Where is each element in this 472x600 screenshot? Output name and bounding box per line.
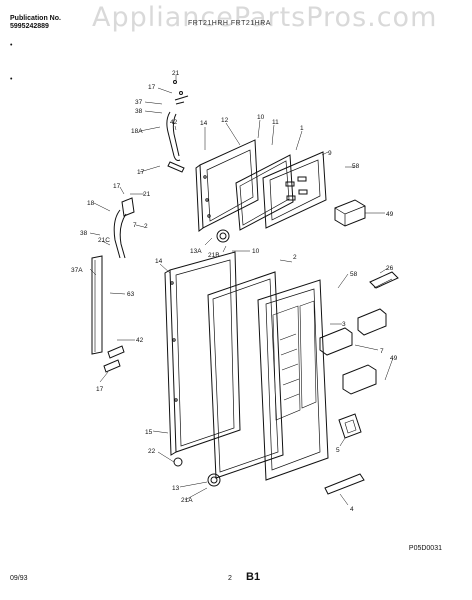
callout: 11: [272, 119, 279, 126]
freezer-door-panel: [262, 151, 327, 229]
section-id: B1: [246, 571, 261, 583]
callout: 42: [170, 119, 178, 126]
fresh-food-door-panel: [257, 279, 329, 481]
callout: 38: [135, 108, 143, 115]
callout: 5: [336, 447, 340, 454]
callout: 21: [143, 191, 151, 198]
callout: 13: [172, 485, 180, 492]
leader-lines: [89, 75, 394, 506]
callout: 4: [350, 506, 354, 513]
callout: 49: [390, 355, 398, 362]
callout: 12: [221, 117, 229, 124]
publication-number: 5995242889: [10, 23, 49, 30]
callout: 2: [293, 254, 297, 261]
print-date: 09/93: [10, 575, 28, 582]
door-bins: [319, 271, 399, 395]
callout: 21B: [208, 252, 220, 259]
callout: 37A: [71, 267, 83, 274]
callout: 10: [252, 248, 260, 255]
callout: 13A: [190, 248, 202, 255]
callout: 17: [113, 183, 121, 190]
callout: 15: [145, 429, 153, 436]
callout: 7: [133, 222, 137, 229]
callout: 26: [386, 265, 394, 272]
drawing-reference: P05D0031: [408, 545, 442, 552]
callout: 58: [350, 271, 358, 278]
callout: 17: [148, 84, 156, 91]
bottom-hinge-parts: [173, 229, 230, 487]
page-number: 2: [228, 575, 232, 582]
callout: 21: [172, 70, 180, 77]
dairy-door-and-rail: [324, 413, 365, 495]
fresh-food-door-gasket: [207, 271, 284, 479]
publication-label: Publication No.: [10, 15, 61, 22]
upper-hinge-assembly: [166, 80, 189, 173]
callout: 7: [380, 348, 384, 355]
callout: 9: [328, 150, 332, 157]
callout: 49: [386, 211, 394, 218]
callout: 2: [144, 223, 148, 230]
callout: 14: [155, 258, 163, 265]
callout: 63: [127, 291, 135, 298]
callout: 21C: [98, 237, 110, 244]
freezer-door-liner: [195, 139, 259, 232]
callout: 17: [137, 169, 145, 176]
callout: 18: [87, 200, 95, 207]
callout: 58: [352, 163, 360, 170]
freezer-door-gasket: [235, 154, 294, 231]
model-numbers: FRT21HRH FRT21HRA: [188, 20, 271, 27]
callout-labels: 21 17 37 38 18A 42 17 14 12 10 11 1 9 58…: [71, 70, 398, 513]
callout: 37: [135, 99, 143, 106]
callout: 18A: [131, 128, 143, 135]
callout: 38: [80, 230, 88, 237]
lower-handle-assembly: [91, 197, 135, 373]
callout: 42: [136, 337, 144, 344]
callout: 3: [342, 321, 346, 328]
callout: 14: [200, 120, 208, 127]
callout: 21A: [181, 497, 193, 504]
freezer-shelf-bin: [334, 199, 366, 227]
callout: 1: [300, 125, 304, 132]
fresh-food-door-liner: [164, 251, 241, 456]
margin-mark: •: [10, 42, 13, 49]
watermark: AppliancePartsPros.com: [92, 2, 438, 33]
callout: 17: [96, 386, 104, 393]
callout: 22: [148, 448, 156, 455]
margin-mark: •: [10, 76, 13, 83]
callout: 10: [257, 114, 265, 121]
